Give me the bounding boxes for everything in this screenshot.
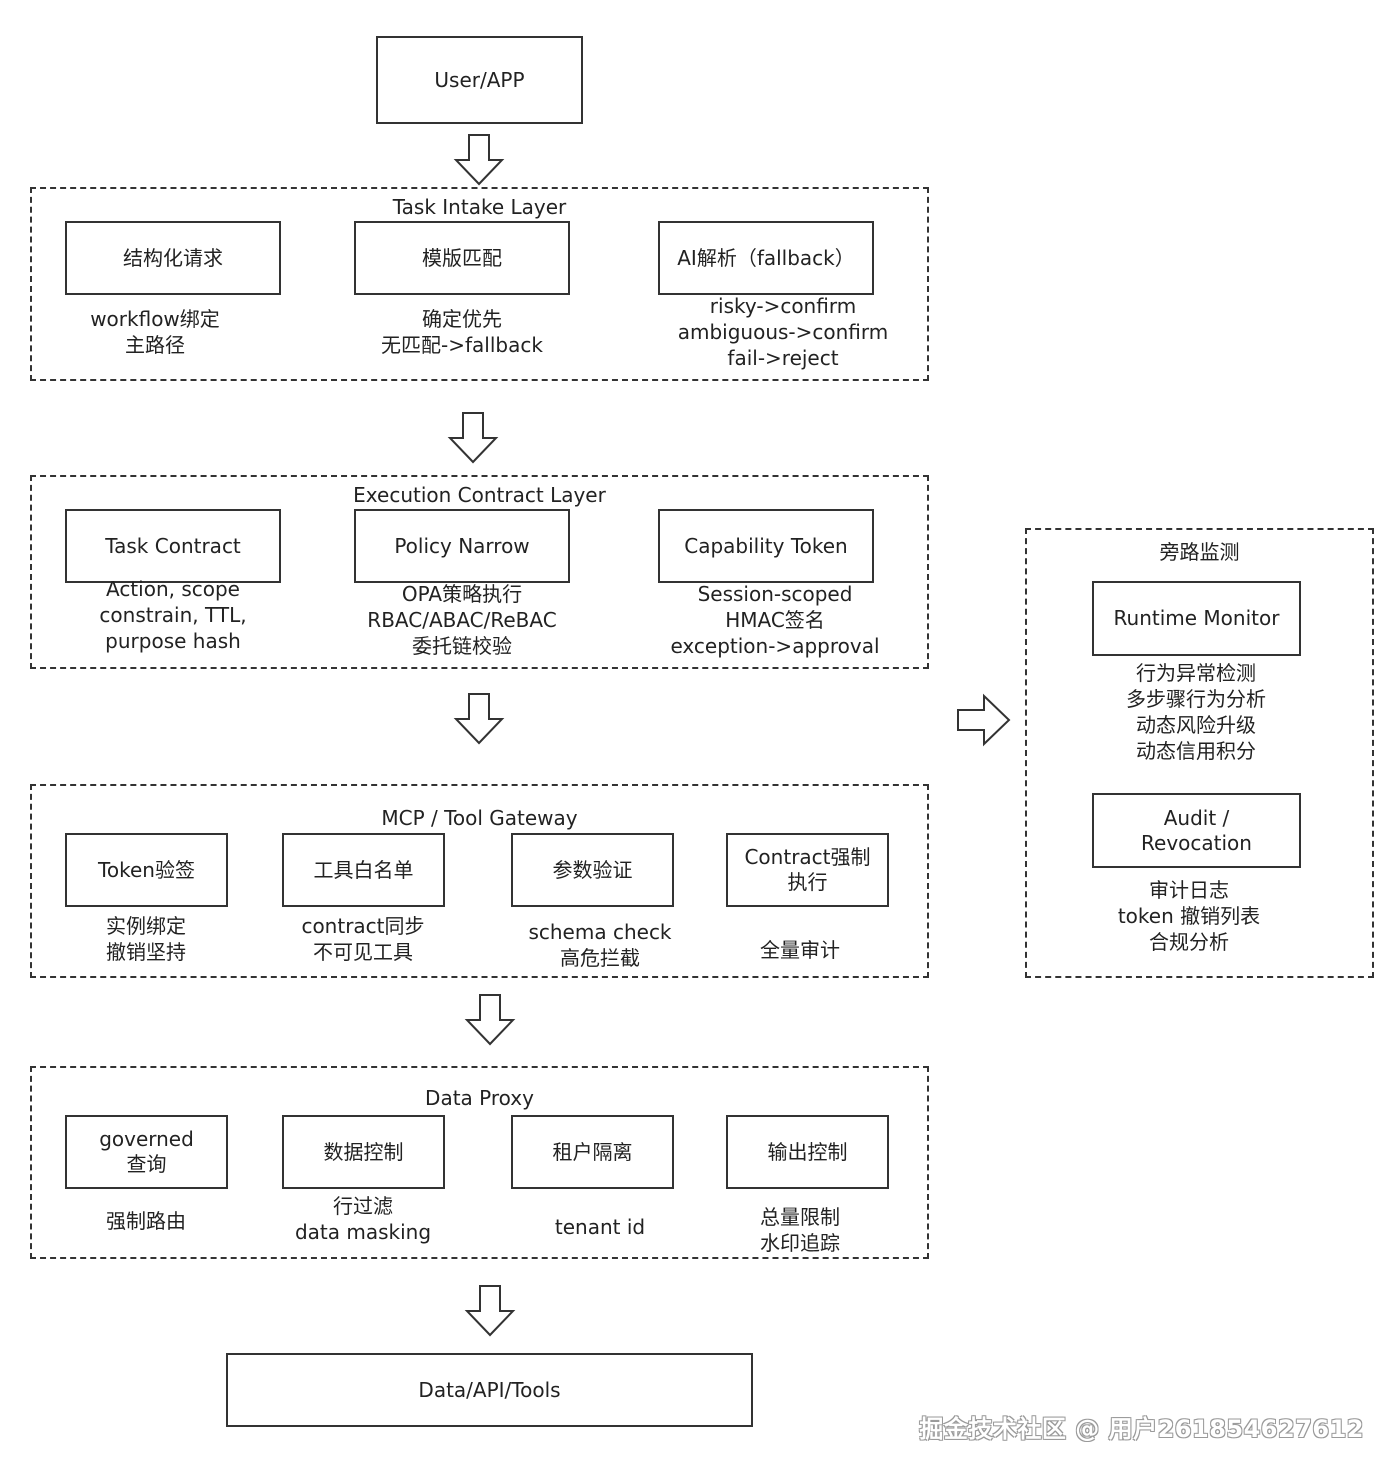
governed-query-note: 强制路由 [106, 1209, 186, 1233]
output-control-node: 输出控制 [726, 1115, 889, 1189]
layer-title: Data Proxy [425, 1086, 534, 1110]
capability-token-note: Session-scoped HMAC签名 exception->approva… [670, 582, 880, 658]
layer-title: Execution Contract Layer [353, 483, 606, 507]
execution-contract-layer: Execution Contract Layer [30, 475, 929, 669]
watermark: 掘金技术社区 @ 用户261854627612 [919, 1415, 1364, 1443]
layer-title: 旁路监测 [1159, 540, 1240, 564]
task-contract-node: Task Contract [65, 509, 281, 583]
down-arrow-icon [453, 134, 505, 186]
layer-title: Task Intake Layer [392, 195, 567, 219]
task-intake-layer: Task Intake Layer [30, 187, 929, 381]
data-control-node: 数据控制 [282, 1115, 445, 1189]
data-control-note: 行过滤 data masking [294, 1194, 432, 1244]
token-verify-note: 实例绑定 撤销坚持 [106, 914, 186, 964]
bypass-monitor-panel: 旁路监测 [1025, 528, 1374, 978]
output-control-note: 总量限制 水印追踪 [760, 1205, 840, 1255]
param-validate-node: 参数验证 [511, 833, 674, 907]
capability-token-node: Capability Token [658, 509, 874, 583]
policy-narrow-node: Policy Narrow [354, 509, 570, 583]
structured-request-node: 结构化请求 [65, 221, 281, 295]
data-proxy-layer: Data Proxy [30, 1066, 929, 1259]
down-arrow-icon [447, 412, 499, 464]
runtime-monitor-note: 行为异常检测 多步骤行为分析 动态风险升级 动态信用积分 [1126, 661, 1266, 763]
tool-whitelist-note: contract同步 不可见工具 [301, 914, 425, 964]
governed-query-node: governed 查询 [65, 1115, 228, 1189]
audit-revocation-note: 审计日志 token 撤销列表 合规分析 [1117, 878, 1261, 954]
data-api-tools-node: Data/API/Tools [226, 1353, 753, 1427]
down-arrow-icon [464, 1285, 516, 1337]
contract-enforce-note: 全量审计 [760, 938, 840, 962]
down-arrow-icon [464, 994, 516, 1046]
contract-enforce-node: Contract强制 执行 [726, 833, 889, 907]
policy-narrow-note: OPA策略执行 RBAC/ABAC/ReBAC 委托链校验 [367, 582, 557, 658]
structured-request-note: workflow绑定 主路径 [90, 307, 220, 357]
tool-gateway-layer: MCP / Tool Gateway [30, 784, 929, 978]
ai-parse-note: risky->confirm ambiguous->confirm fail->… [677, 294, 889, 370]
down-arrow-icon [453, 693, 505, 745]
token-verify-node: Token验签 [65, 833, 228, 907]
layer-title: MCP / Tool Gateway [381, 806, 578, 830]
tool-whitelist-node: 工具白名单 [282, 833, 445, 907]
right-arrow-icon [957, 693, 1011, 747]
tenant-isolation-note: tenant id [554, 1215, 646, 1239]
user-app-node: User/APP [376, 36, 583, 124]
tenant-isolation-node: 租户隔离 [511, 1115, 674, 1189]
task-contract-note: Action, scope constrain, TTL, purpose ha… [99, 577, 247, 653]
audit-revocation-node: Audit / Revocation [1092, 793, 1301, 868]
param-validate-note: schema check 高危拦截 [528, 920, 672, 970]
ai-parse-node: AI解析（fallback） [658, 221, 874, 295]
template-match-node: 模版匹配 [354, 221, 570, 295]
template-match-note: 确定优先 无匹配->fallback [381, 307, 543, 357]
runtime-monitor-node: Runtime Monitor [1092, 581, 1301, 656]
